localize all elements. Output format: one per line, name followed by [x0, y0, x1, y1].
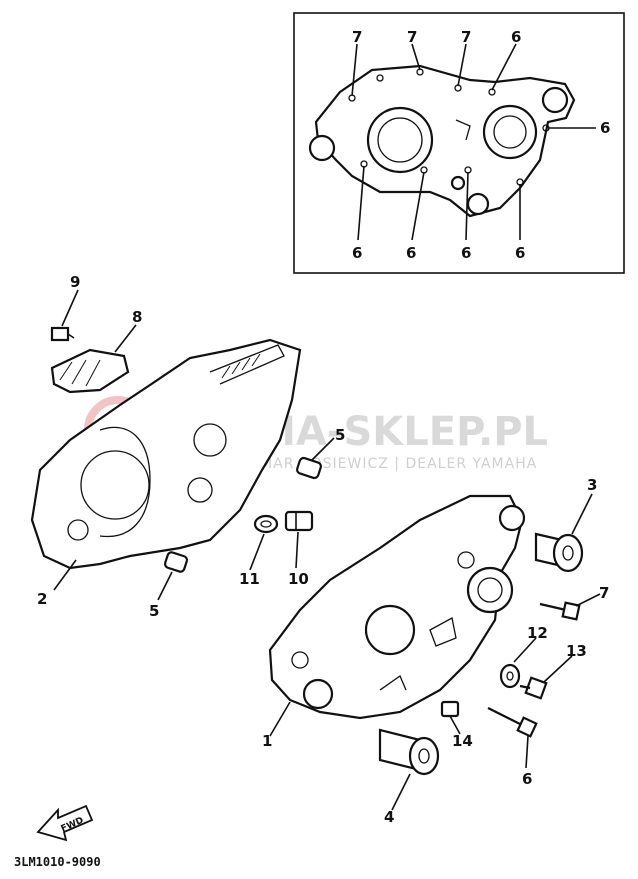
callout-5-lower: 5 [149, 602, 159, 620]
callout-11: 11 [239, 570, 260, 588]
drawing-code: 3LM1010-9090 [14, 855, 101, 869]
bolt-9 [50, 326, 75, 342]
inset-leaders [351, 43, 596, 241]
washer-11 [253, 514, 279, 534]
callout-6: 6 [522, 770, 532, 788]
leader-lines [53, 289, 601, 811]
dowel-pin-upper [296, 456, 322, 480]
callout-14: 14 [452, 732, 473, 750]
inset-callout-bottom-2: 6 [406, 244, 416, 262]
callout-1: 1 [262, 732, 272, 750]
callout-13: 13 [566, 642, 587, 660]
inset-callout-top-2: 7 [407, 28, 417, 46]
collar-4 [378, 728, 440, 776]
inset-callout-bottom-1: 6 [352, 244, 362, 262]
inset-view: 7 7 7 6 6 6 6 6 6 [293, 12, 625, 274]
inset-frame [293, 12, 625, 274]
inset-callout-top-1: 7 [352, 28, 362, 46]
washer-12 [499, 663, 521, 689]
bolt-7 [539, 601, 581, 621]
plug-10 [284, 510, 314, 532]
inset-callout-top-3: 7 [461, 28, 471, 46]
watermark-subtitle: WALDEMAR ROSIEWICZ | DEALER YAMAHA [205, 456, 537, 472]
bolt-13 [519, 676, 548, 700]
inset-callout-top-4: 6 [511, 28, 521, 46]
collar-3 [534, 532, 584, 573]
callout-9: 9 [70, 273, 80, 291]
callout-7: 7 [599, 584, 609, 602]
inset-callout-bottom-3: 6 [461, 244, 471, 262]
bolt-6 [487, 707, 538, 738]
plug-14 [440, 700, 460, 718]
callout-12: 12 [527, 624, 548, 642]
right-crankcase [268, 494, 526, 720]
callout-10: 10 [288, 570, 309, 588]
inset-callout-right: 6 [600, 119, 610, 137]
callout-5-upper: 5 [335, 426, 345, 444]
left-crankcase [30, 338, 302, 570]
callout-3: 3 [587, 476, 597, 494]
inset-callout-bottom-4: 6 [515, 244, 525, 262]
inset-crankcase-outline [308, 64, 576, 218]
callout-2: 2 [37, 590, 47, 608]
bracket [50, 348, 130, 394]
fwd-arrow-icon: FWD [36, 804, 94, 842]
callout-8: 8 [132, 308, 142, 326]
callout-4: 4 [384, 808, 394, 826]
dowel-pin-lower [163, 551, 189, 573]
